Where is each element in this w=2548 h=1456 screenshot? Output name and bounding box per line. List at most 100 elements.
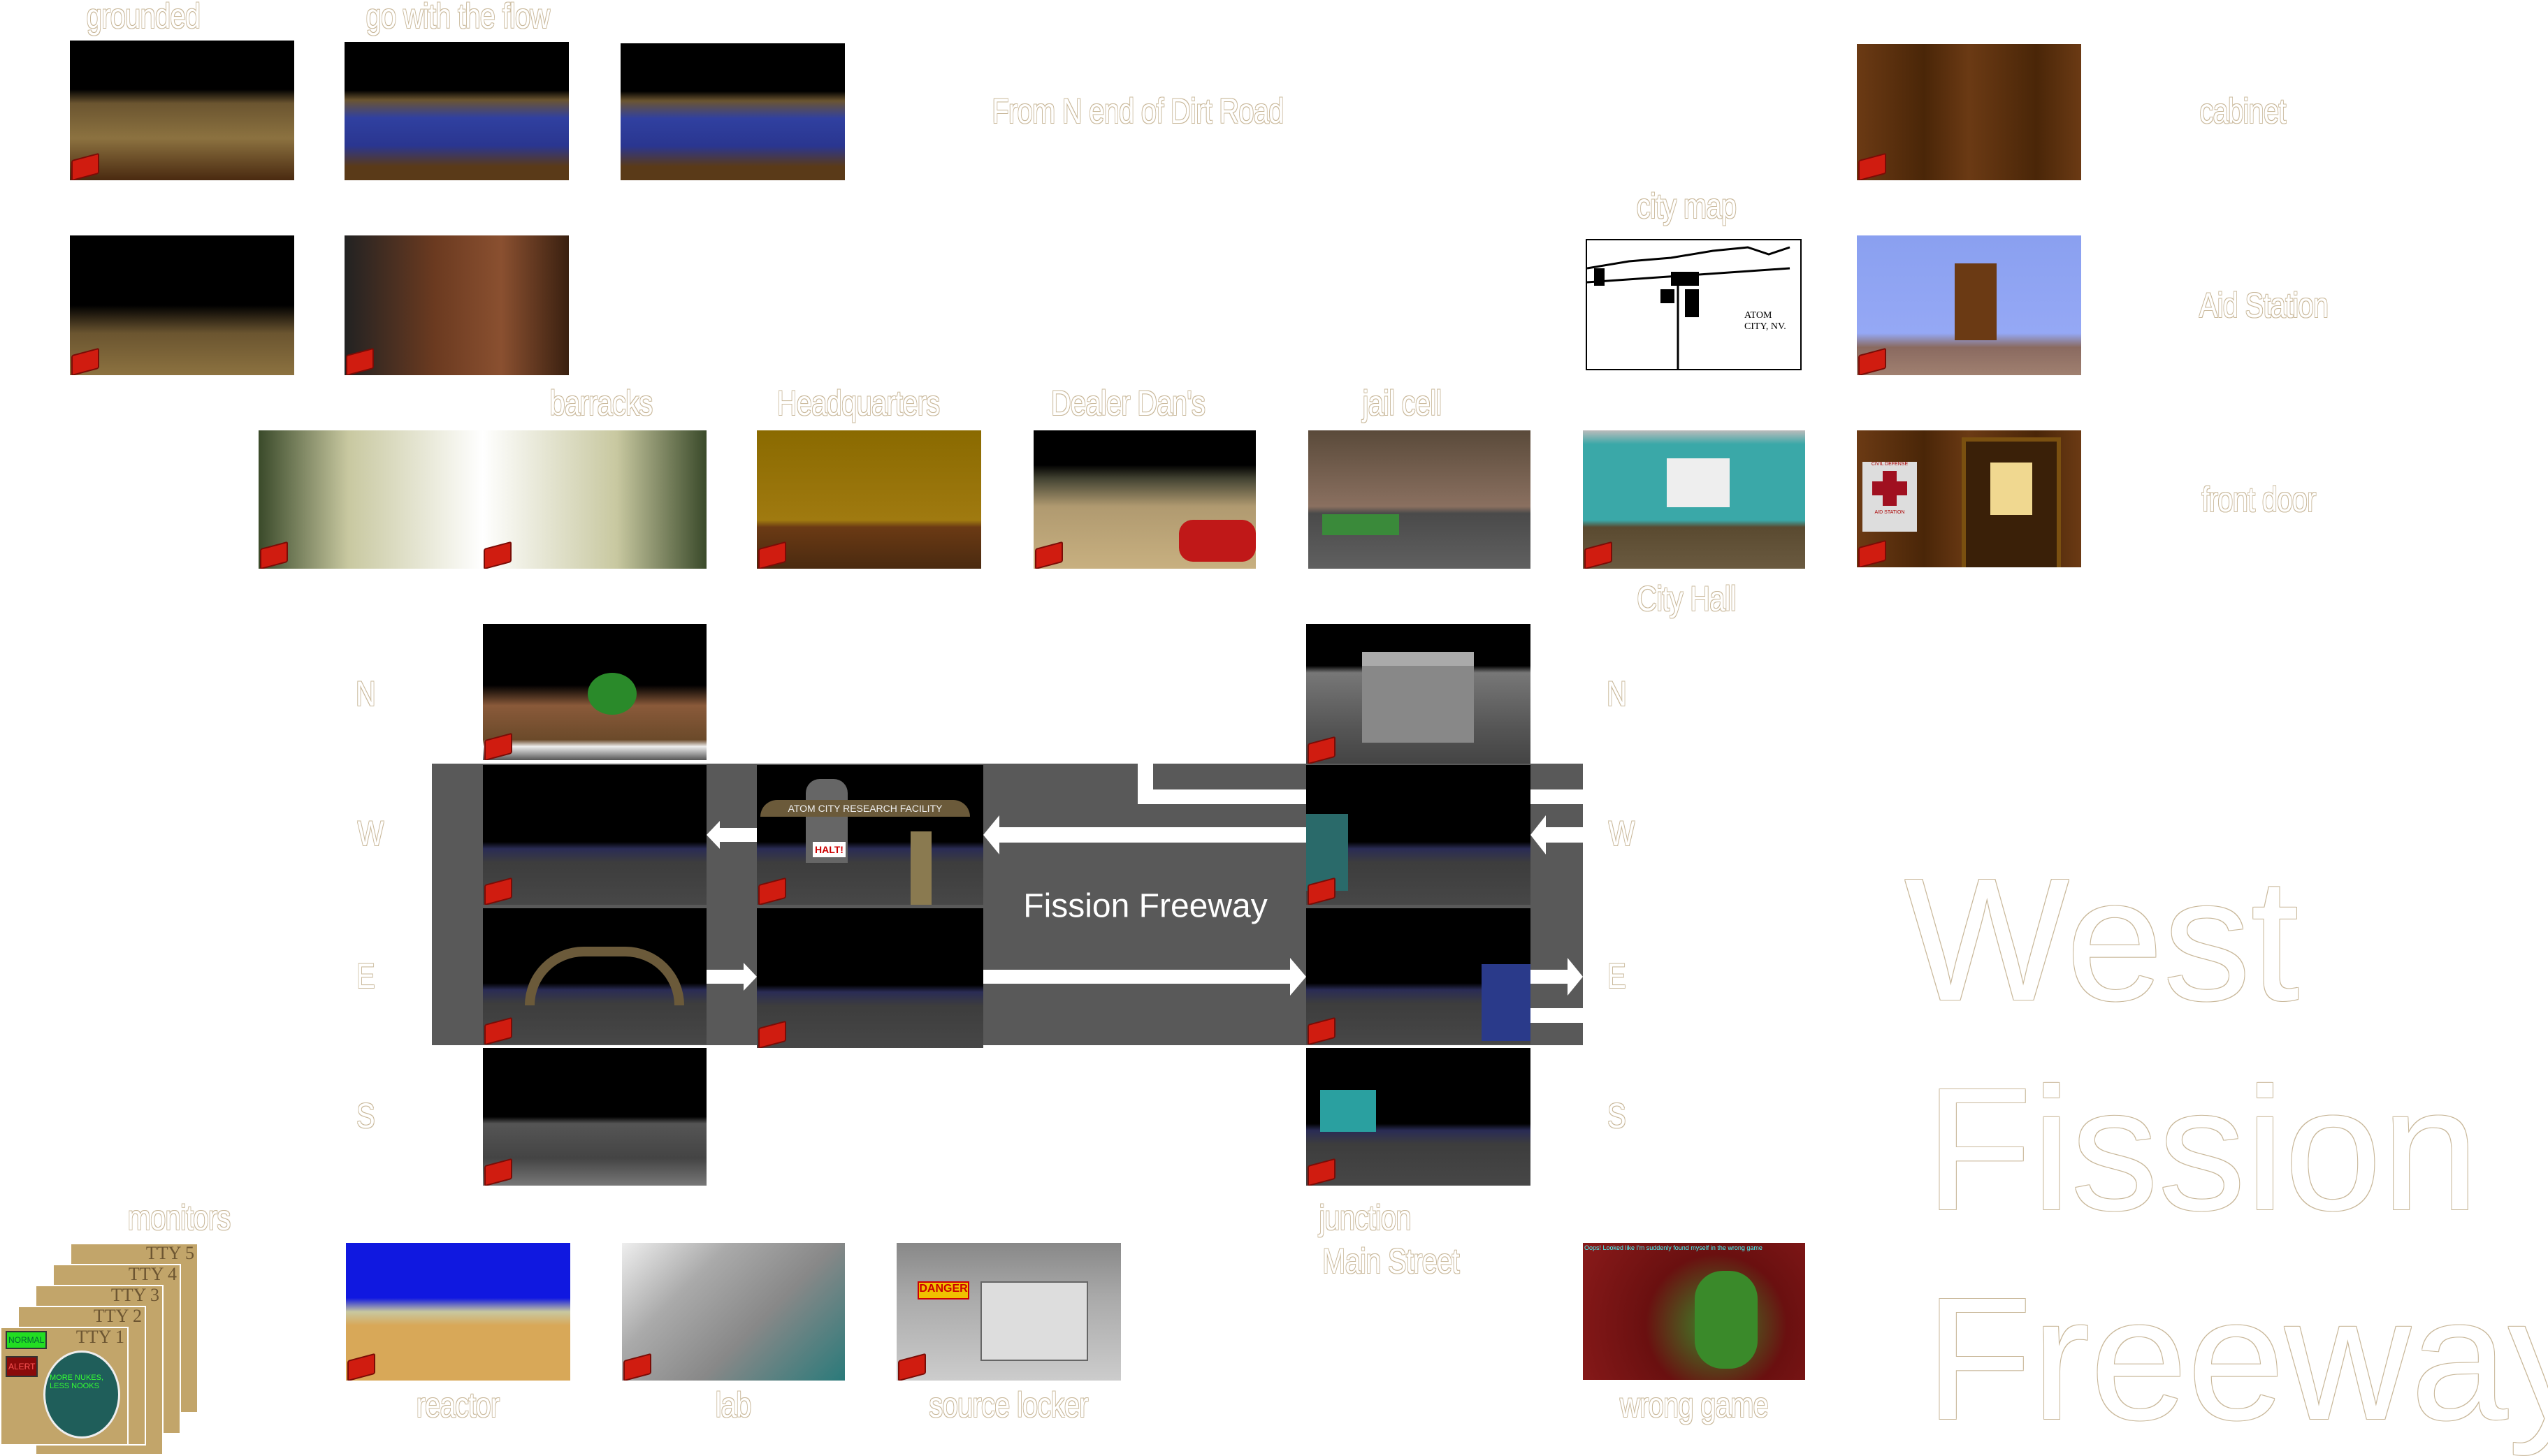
scene-city-map[interactable]: ATOM CITY, NV.: [1586, 239, 1802, 370]
scene-north-houses[interactable]: [483, 624, 707, 760]
poster-title: CIVIL DEFENSE: [1871, 462, 1909, 467]
scene-grounded[interactable]: [70, 41, 294, 180]
theater-wall: [1482, 964, 1530, 1041]
facility-sign: ATOM CITY RESEARCH FACILITY: [760, 800, 970, 817]
toolbox-icon: [898, 1353, 926, 1381]
toolbox-icon: [347, 1353, 375, 1381]
scene-road-to-town[interactable]: [757, 908, 983, 1048]
tty-label: TTY 3: [110, 1285, 159, 1305]
scene-west-junction[interactable]: [1306, 765, 1530, 905]
arrow-right-icon: [983, 958, 1306, 996]
tty-label: TTY 5: [145, 1243, 194, 1263]
toolbox-icon: [484, 732, 512, 760]
label-wrong-game: wrong game: [1619, 1385, 1769, 1425]
scene-cabinet[interactable]: [1857, 44, 2081, 180]
civil-defense-poster: CIVIL DEFENSE AID STATION: [1862, 462, 1917, 532]
compass-right-w: W: [1608, 814, 1635, 853]
demon: [1695, 1271, 1758, 1369]
label-city-map: city map: [1636, 187, 1737, 226]
label-headquarters: Headquarters: [776, 384, 941, 423]
label-from-dirt-road: From N end of Dirt Road: [992, 92, 1284, 131]
cot: [1322, 514, 1399, 535]
arrow-left-icon: [1530, 815, 1583, 854]
locker-door: [980, 1281, 1088, 1361]
tty-label: TTY 1: [75, 1327, 124, 1347]
scene-east-gate[interactable]: [483, 908, 707, 1044]
scene-canyon-exit[interactable]: [70, 235, 294, 375]
label-source-locker: source locker: [929, 1385, 1088, 1425]
arrow-right-icon: [707, 963, 757, 991]
label-aid-station: Aid Station: [2199, 286, 2329, 325]
label-dealer-dans: Dealer Dan's: [1050, 384, 1206, 423]
compass-left-s: S: [356, 1096, 375, 1135]
map-drawing: [1587, 246, 1790, 369]
toolbox-icon: [1308, 1158, 1335, 1186]
wrong-game-caption: Oops! Looked like I'm suddenly found mys…: [1584, 1244, 1762, 1251]
toolbox-icon: [623, 1353, 651, 1381]
scene-jail-cell[interactable]: [1308, 430, 1530, 569]
toolbox-icon: [484, 1017, 512, 1044]
soldier: [911, 831, 932, 905]
storefront: [1306, 814, 1348, 891]
scene-reactor[interactable]: [346, 1243, 570, 1381]
scene-lab[interactable]: [622, 1243, 845, 1381]
tty-label: TTY 4: [128, 1264, 177, 1284]
cabinet-furniture: [1955, 263, 1997, 340]
label-cabinet: cabinet: [2199, 92, 2286, 131]
freeway-label: Fission Freeway: [1023, 887, 1268, 925]
title-fission: Fission: [1925, 1051, 2479, 1246]
scene-go-with-the-flow-2[interactable]: [621, 43, 845, 180]
label-lab: lab: [715, 1385, 752, 1425]
scene-headquarters[interactable]: [757, 430, 981, 569]
scene-aid-station[interactable]: [1857, 235, 2081, 375]
scene-front-door[interactable]: CIVIL DEFENSE AID STATION: [1857, 430, 2081, 567]
arrow-left-icon: [707, 821, 757, 849]
scene-south-building[interactable]: [483, 1048, 707, 1186]
scene-north-courthouse[interactable]: [1306, 624, 1530, 764]
monitor-tty1[interactable]: TTY 1 NORMAL ALERT MORE NUKES, LESS NOOK…: [0, 1327, 129, 1446]
label-reactor: reactor: [416, 1385, 500, 1425]
title-freeway: Freeway: [1925, 1261, 2548, 1456]
compass-left-n: N: [355, 674, 376, 713]
label-barracks: barracks: [549, 384, 653, 423]
toolbox-icon: [758, 877, 786, 905]
scene-barracks[interactable]: [259, 430, 707, 569]
scene-source-locker[interactable]: DANGER: [897, 1243, 1121, 1381]
alert-indicator: ALERT: [6, 1356, 38, 1377]
title-west: West: [1904, 842, 2299, 1037]
scene-base-alley[interactable]: [345, 235, 569, 375]
gate-arch: [525, 947, 684, 1005]
compass-right-s: S: [1607, 1096, 1626, 1135]
scene-main-street[interactable]: [1306, 1048, 1530, 1186]
compass-right-e: E: [1607, 956, 1626, 996]
scene-city-hall[interactable]: [1583, 430, 1805, 569]
compass-right-n: N: [1606, 674, 1627, 713]
arrow-left-icon: [983, 815, 1306, 854]
arrow-right-icon: [1530, 958, 1583, 996]
road-gap: [1530, 1008, 1583, 1023]
compass-left-w: W: [357, 814, 384, 853]
toolbox-icon: [1308, 1017, 1335, 1044]
door: [1962, 437, 2061, 567]
label-grounded: grounded: [86, 0, 201, 36]
scene-go-with-the-flow-1[interactable]: [345, 42, 569, 180]
scene-research-facility[interactable]: ATOM CITY RESEARCH FACILITY HALT!: [757, 765, 983, 905]
poster-subtitle: AID STATION: [1874, 510, 1905, 515]
tree: [588, 673, 637, 715]
scene-dealer-dans[interactable]: [1034, 430, 1256, 569]
halt-sign: HALT!: [813, 842, 846, 857]
map-town-label: ATOM CITY, NV.: [1744, 310, 1786, 332]
scene-wrong-game[interactable]: Oops! Looked like I'm suddenly found mys…: [1583, 1243, 1805, 1380]
toolbox-icon: [484, 877, 512, 905]
toolbox-icon: [1308, 736, 1335, 764]
label-jail-cell: jail cell: [1362, 384, 1442, 423]
scene-west-gate[interactable]: [483, 765, 707, 905]
monitor-screen: MORE NUKES, LESS NOOKS: [43, 1351, 120, 1439]
toolbox-icon: [484, 1158, 512, 1186]
wall-map: [1667, 458, 1730, 507]
label-go-with-the-flow: go with the flow: [365, 0, 551, 36]
scene-east-junction[interactable]: [1306, 908, 1530, 1044]
courthouse: [1362, 652, 1474, 743]
compass-left-e: E: [356, 956, 375, 996]
